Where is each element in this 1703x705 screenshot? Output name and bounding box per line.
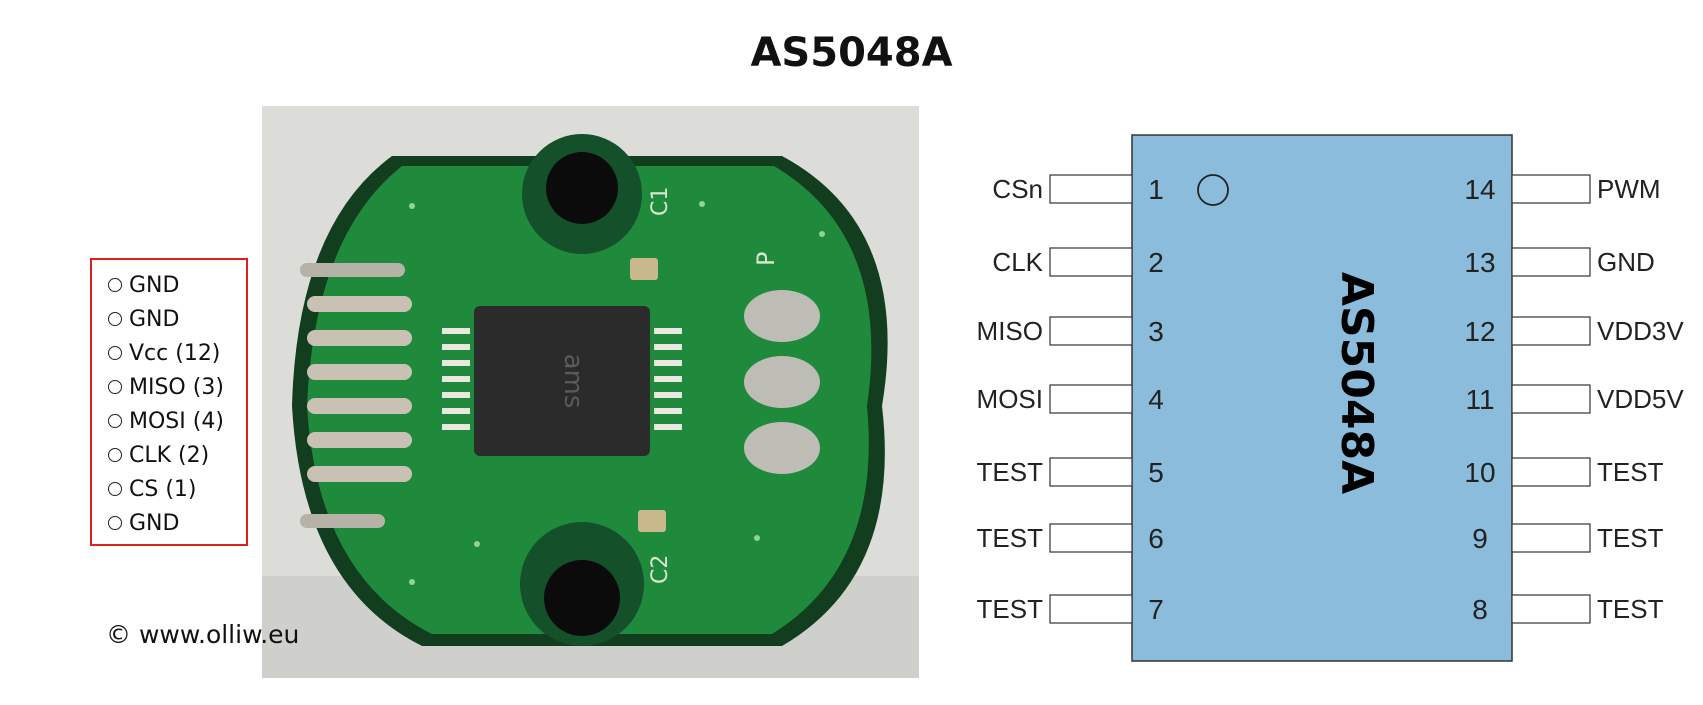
circle-icon (108, 516, 122, 530)
pin-name: TEST (1597, 457, 1664, 487)
pin-number: 11 (1465, 384, 1494, 415)
pin-lead (1049, 174, 1133, 204)
pin-lead (1511, 384, 1591, 414)
pin-name: TEST (1597, 523, 1664, 553)
pin-number: 10 (1464, 457, 1495, 488)
pin-number: 2 (1148, 247, 1164, 278)
pin-lead (1049, 384, 1133, 414)
pin-number: 8 (1472, 594, 1488, 625)
pin-name: CSn (992, 174, 1043, 204)
circle-icon (108, 380, 122, 394)
circle-icon (108, 278, 122, 292)
list-item: MOSI (4) (92, 404, 246, 438)
list-item: GND (92, 506, 246, 540)
pin-number: 6 (1148, 523, 1164, 554)
pin-lead (1049, 247, 1133, 277)
list-item: MISO (3) (92, 370, 246, 404)
chip-name: AS5048A (1331, 272, 1382, 494)
capacitor-c1 (630, 258, 658, 280)
pin-name: PWM (1597, 174, 1661, 204)
pin-name: TEST (977, 457, 1044, 487)
pcb-photo: ams C1 C2 P (262, 106, 919, 678)
pin-name: TEST (977, 523, 1044, 553)
silkscreen-c2: C2 (648, 555, 673, 584)
pin-number: 9 (1472, 523, 1488, 554)
pin-lead (1511, 316, 1591, 346)
pin-lead (1049, 594, 1133, 624)
mounting-hole-bottom (544, 560, 620, 636)
copyright-notice: © www.olliw.eu (106, 620, 300, 649)
pin-name: GND (1597, 247, 1655, 277)
list-item: GND (92, 302, 246, 336)
pin-lead (1049, 523, 1133, 553)
capacitor-c2 (638, 510, 666, 532)
pin-name: TEST (977, 594, 1044, 624)
pin-number: 4 (1148, 384, 1164, 415)
connector-pads (300, 263, 412, 528)
pin-name: VDD5V (1597, 384, 1684, 414)
pin-number: 12 (1464, 316, 1495, 347)
pin-number: 5 (1148, 457, 1164, 488)
encoder-ic (474, 306, 650, 456)
pin-name: VDD3V (1597, 316, 1684, 346)
pin-lead (1511, 174, 1591, 204)
list-item: CS (1) (92, 472, 246, 506)
pin-lead (1511, 247, 1591, 277)
pin-number: 3 (1148, 316, 1164, 347)
pin-name: TEST (1597, 594, 1664, 624)
circle-icon (108, 482, 122, 496)
pin-lead (1049, 457, 1133, 487)
circle-icon (108, 414, 122, 428)
pin-name: MOSI (977, 384, 1043, 414)
pin-number: 7 (1148, 594, 1164, 625)
ic-marking: ams (558, 354, 588, 409)
pin-lead (1511, 594, 1591, 624)
pin-lead (1511, 457, 1591, 487)
list-item: GND (92, 268, 246, 302)
list-item: CLK (2) (92, 438, 246, 472)
pin1-marker-icon (1197, 174, 1229, 206)
pwm-pad (744, 290, 820, 342)
mounting-hole-top (546, 152, 618, 224)
silkscreen-c1: C1 (648, 187, 673, 216)
pin-number: 1 (1148, 174, 1164, 205)
silkscreen-p: P (752, 252, 780, 266)
pin-number: 14 (1464, 174, 1495, 205)
list-item: Vcc (12) (92, 336, 246, 370)
page-title: AS5048A (750, 30, 953, 76)
circle-icon (108, 448, 122, 462)
chip-body (1131, 134, 1513, 662)
pin-name: CLK (992, 247, 1043, 277)
circle-icon (108, 346, 122, 360)
circle-icon (108, 312, 122, 326)
connector-pinout-list: GND GND Vcc (12) MISO (3) MOSI (4) CLK (… (90, 258, 248, 546)
pin-number: 13 (1464, 247, 1495, 278)
pin-lead (1049, 316, 1133, 346)
pin-lead (1511, 523, 1591, 553)
pin-name: MISO (977, 316, 1043, 346)
